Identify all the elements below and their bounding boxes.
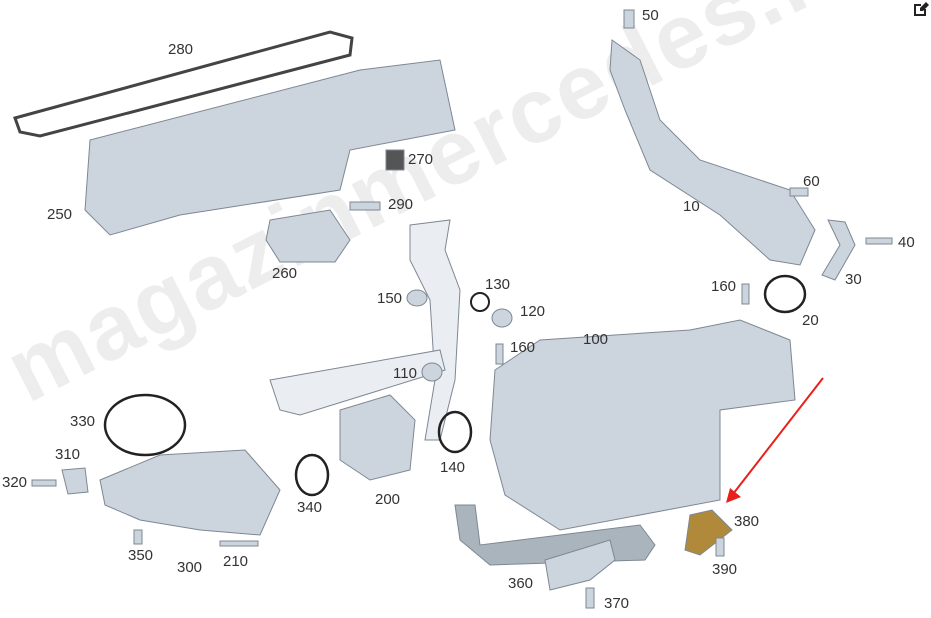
- callout-390[interactable]: 390: [712, 561, 738, 578]
- callout-160[interactable]: 160: [711, 278, 737, 295]
- part-270: [385, 149, 405, 171]
- callout-140[interactable]: 140: [440, 459, 466, 476]
- part-390-bolt: [715, 537, 725, 557]
- callout-260[interactable]: 260: [272, 265, 298, 282]
- part-210-bolt: [219, 540, 259, 547]
- red-arrow: [732, 377, 824, 495]
- part-370-bolt: [585, 587, 595, 609]
- part-110-hose: [409, 219, 461, 441]
- callout-200[interactable]: 200: [375, 491, 401, 508]
- callout-120[interactable]: 120: [520, 303, 546, 320]
- part-330-seal-ring: [103, 393, 187, 457]
- part-140-seal-ring: [437, 410, 473, 454]
- red-arrow-head: [726, 488, 741, 503]
- part-110-clamp: [421, 362, 443, 382]
- part-280-gasket: [13, 30, 354, 138]
- part-290-bolt: [349, 201, 381, 211]
- edit-icon[interactable]: [912, 0, 930, 18]
- part-260-valve: [265, 209, 351, 263]
- part-60-bolt: [789, 187, 809, 197]
- part-380-bracket: [684, 509, 733, 556]
- callout-310[interactable]: 310: [55, 446, 81, 463]
- part-310: [61, 467, 89, 495]
- callout-320[interactable]: 320: [2, 474, 28, 491]
- callout-10[interactable]: 10: [683, 198, 700, 215]
- callout-30[interactable]: 30: [845, 271, 862, 288]
- callout-110[interactable]: 110: [393, 365, 417, 382]
- callout-330[interactable]: 330: [70, 413, 96, 430]
- part-250-intake-manifold: [84, 59, 456, 236]
- edit-icon-glyph: [914, 2, 929, 16]
- part-30-bracket: [821, 219, 856, 281]
- callout-300[interactable]: 300: [177, 559, 203, 576]
- callout-350[interactable]: 350: [128, 547, 154, 564]
- part-130-ring: [470, 292, 490, 312]
- part-10-pipe: [609, 39, 816, 266]
- callout-150[interactable]: 150: [377, 290, 403, 307]
- callout-250[interactable]: 250: [47, 206, 73, 223]
- part-350-bolt: [133, 529, 143, 545]
- callout-210[interactable]: 210: [223, 553, 249, 570]
- part-340-seal-ring: [294, 453, 330, 497]
- part-hose: [269, 349, 446, 416]
- callout-130[interactable]: 130: [485, 276, 511, 293]
- callout-270[interactable]: 270: [408, 151, 434, 168]
- callout-160[interactable]: 160: [510, 339, 536, 356]
- part-20-seal-ring: [763, 274, 807, 314]
- part-320-bolt: [31, 479, 57, 487]
- callout-360[interactable]: 360: [508, 575, 534, 592]
- part-160-bolt: [741, 283, 750, 305]
- part-120: [491, 308, 513, 328]
- callout-20[interactable]: 20: [802, 312, 819, 329]
- part-50-bolt: [623, 9, 635, 29]
- callout-100[interactable]: 100: [583, 331, 609, 348]
- part-200-throttle-valve: [339, 394, 416, 481]
- part-100-charge-air-cooler: [489, 319, 796, 531]
- callout-40[interactable]: 40: [898, 234, 915, 251]
- part-160-bolt: [495, 343, 504, 365]
- callout-380[interactable]: 380: [734, 513, 760, 530]
- part-40-bolt: [865, 237, 893, 245]
- callout-370[interactable]: 370: [604, 595, 630, 612]
- callout-50[interactable]: 50: [642, 7, 659, 24]
- callout-340[interactable]: 340: [297, 499, 323, 516]
- callout-290[interactable]: 290: [388, 196, 414, 213]
- part-300-charge-pipe: [99, 449, 281, 536]
- part-360-bracket: [544, 539, 616, 591]
- callout-280[interactable]: 280: [168, 41, 194, 58]
- part-150-clamp: [406, 289, 428, 307]
- callout-60[interactable]: 60: [803, 173, 820, 190]
